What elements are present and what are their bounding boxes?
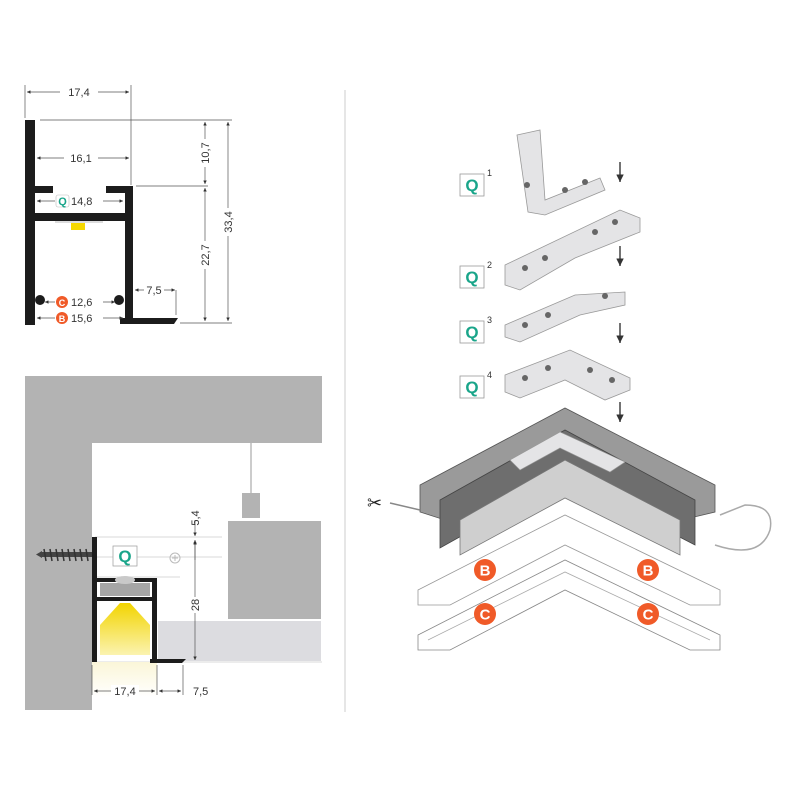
installation-drawing: Q 5,4 28 17,4 7,5 (25, 376, 322, 710)
dim-height: 28 (190, 599, 202, 611)
screw-head-icon (169, 552, 181, 564)
dim-width-q: 14,8 (71, 196, 92, 208)
dim-height-total: 33,4 (223, 211, 235, 232)
led-chip (71, 223, 85, 230)
svg-text:3: 3 (487, 315, 492, 325)
svg-text:B: B (480, 563, 491, 580)
hanger (242, 493, 260, 518)
step-4: Q 4 (459, 370, 492, 399)
q-label: Q (58, 196, 67, 208)
svg-text:Q: Q (465, 323, 478, 342)
dim-height-top: 10,7 (200, 142, 212, 163)
dim-width-b: 15,6 (71, 313, 92, 325)
suspended-box (228, 521, 321, 619)
profile-shape (25, 120, 178, 325)
step-1: Q 1 (459, 168, 492, 197)
cable-right (714, 504, 772, 551)
connector-4 (504, 349, 631, 401)
connector-2 (504, 209, 641, 291)
svg-text:Q: Q (465, 176, 478, 195)
dim-width-total: 17,4 (68, 87, 89, 99)
step-3: Q 3 (459, 315, 492, 344)
cover-c-left-badge: C (474, 603, 496, 625)
dim-width: 17,4 (114, 686, 135, 698)
wall (25, 443, 92, 710)
dim-gap: 5,4 (190, 510, 202, 525)
dim-height-body: 22,7 (200, 244, 212, 265)
ceiling (25, 376, 322, 443)
svg-text:B: B (59, 314, 66, 324)
connector-1 (516, 129, 606, 216)
svg-text:2: 2 (487, 260, 492, 270)
svg-text:1: 1 (487, 168, 492, 178)
dim-width-c: 12,6 (71, 297, 92, 309)
step-2: Q 2 (459, 260, 492, 289)
svg-text:C: C (59, 298, 66, 308)
corner-profile (419, 407, 716, 556)
connector-3 (504, 291, 626, 343)
screw-dots (522, 179, 618, 383)
connector (100, 583, 150, 596)
scissors-icon: ✂ (367, 493, 382, 513)
svg-text:Q: Q (118, 547, 131, 566)
c-badge (56, 296, 68, 308)
assembly-drawing: Q 1 Q 2 Q 3 Q 4 (367, 129, 772, 651)
svg-text:Q: Q (465, 268, 478, 287)
cover-b-right-badge: B (637, 559, 659, 581)
cover-c (417, 559, 721, 651)
svg-text:C: C (480, 607, 491, 624)
led-light (100, 603, 150, 655)
cover-b (417, 514, 721, 606)
dim-width-inner: 16,1 (70, 153, 91, 165)
svg-text:4: 4 (487, 370, 492, 380)
svg-text:Q: Q (465, 378, 478, 397)
dim-flange: 7,5 (146, 285, 161, 297)
screw-icon (36, 548, 95, 562)
cover-c-right-badge: C (637, 603, 659, 625)
b-badge (56, 312, 68, 324)
ceiling-panel (158, 621, 321, 661)
cable-left (389, 502, 421, 511)
svg-text:C: C (643, 607, 654, 624)
q-badge (112, 545, 138, 567)
svg-text:B: B (643, 563, 654, 580)
dim-flange: 7,5 (193, 686, 208, 698)
cover-b-left-badge: B (474, 559, 496, 581)
profile-cross-section: 17,4 16,1 Q 14,8 C 12,6 B 15,6 7,5 10,7 … (24, 85, 235, 325)
